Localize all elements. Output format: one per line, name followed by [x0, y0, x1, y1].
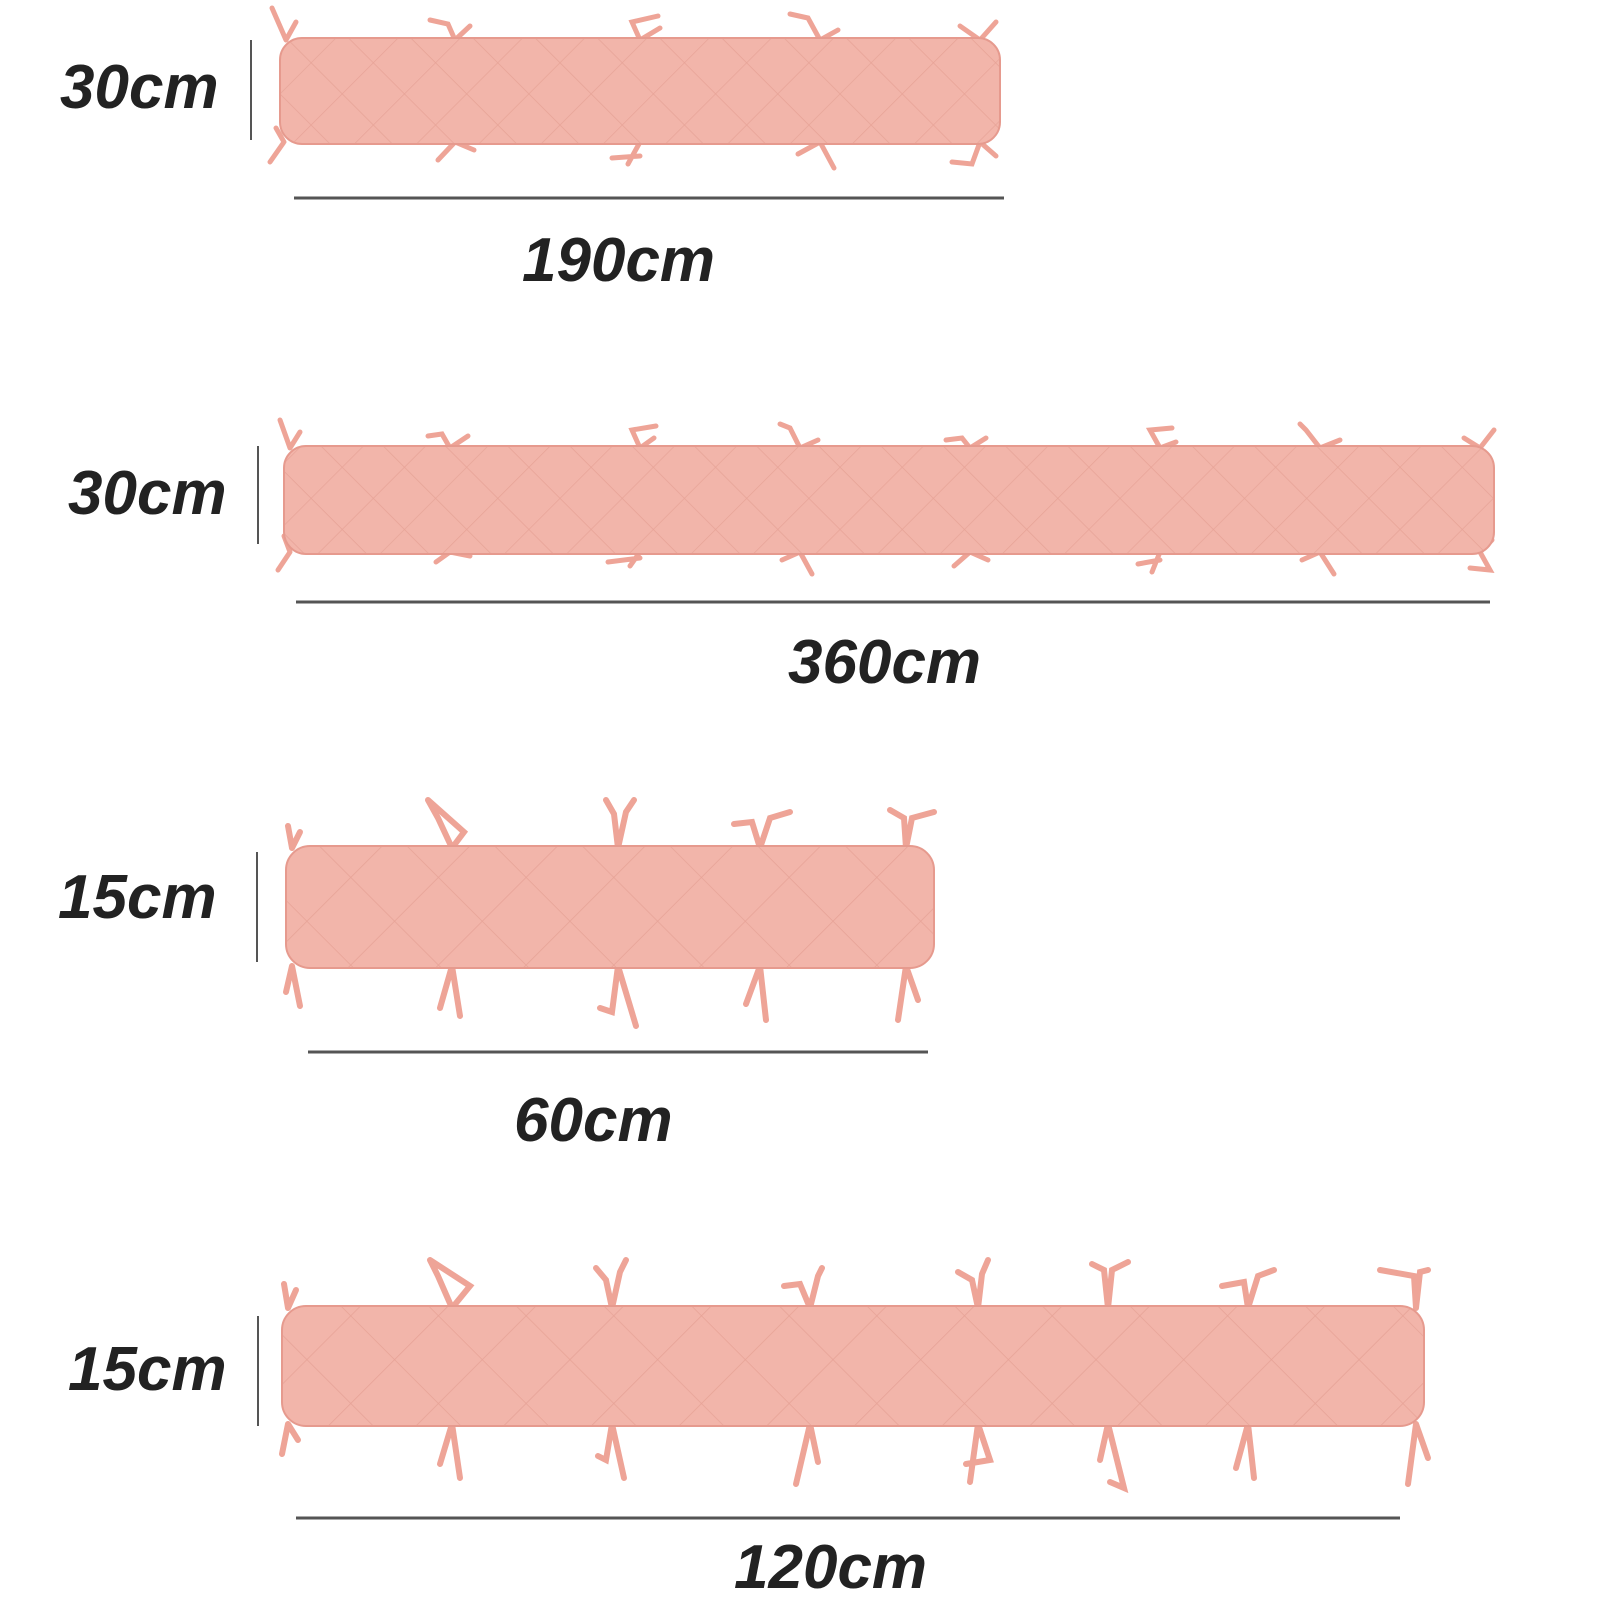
length-label-190cm: 190cm: [522, 226, 716, 295]
length-label-120cm: 120cm: [734, 1533, 928, 1602]
bumper-120cm-pad: [281, 1305, 1425, 1427]
height-label-190cm: 30cm: [60, 53, 219, 122]
bumper-60cm-ties: [283, 797, 937, 1029]
length-label-360cm: 360cm: [788, 628, 982, 697]
bumper-190cm-pad: [279, 37, 1001, 145]
bumper-60cm-pad: [285, 845, 935, 969]
bumper-120cm: [257, 1257, 1431, 1520]
bumper-60cm: [256, 797, 937, 1054]
bumper-360cm: [257, 417, 1497, 604]
height-label-60cm: 15cm: [58, 863, 217, 932]
bumper-120cm-ties: [279, 1257, 1431, 1494]
length-label-60cm: 60cm: [514, 1086, 673, 1155]
height-label-360cm: 30cm: [68, 459, 227, 528]
bumper-190cm: [250, 5, 1004, 200]
height-label-120cm: 15cm: [68, 1335, 227, 1404]
bumper-360cm-ties: [275, 417, 1497, 577]
bumper-360cm-pad: [283, 445, 1495, 555]
